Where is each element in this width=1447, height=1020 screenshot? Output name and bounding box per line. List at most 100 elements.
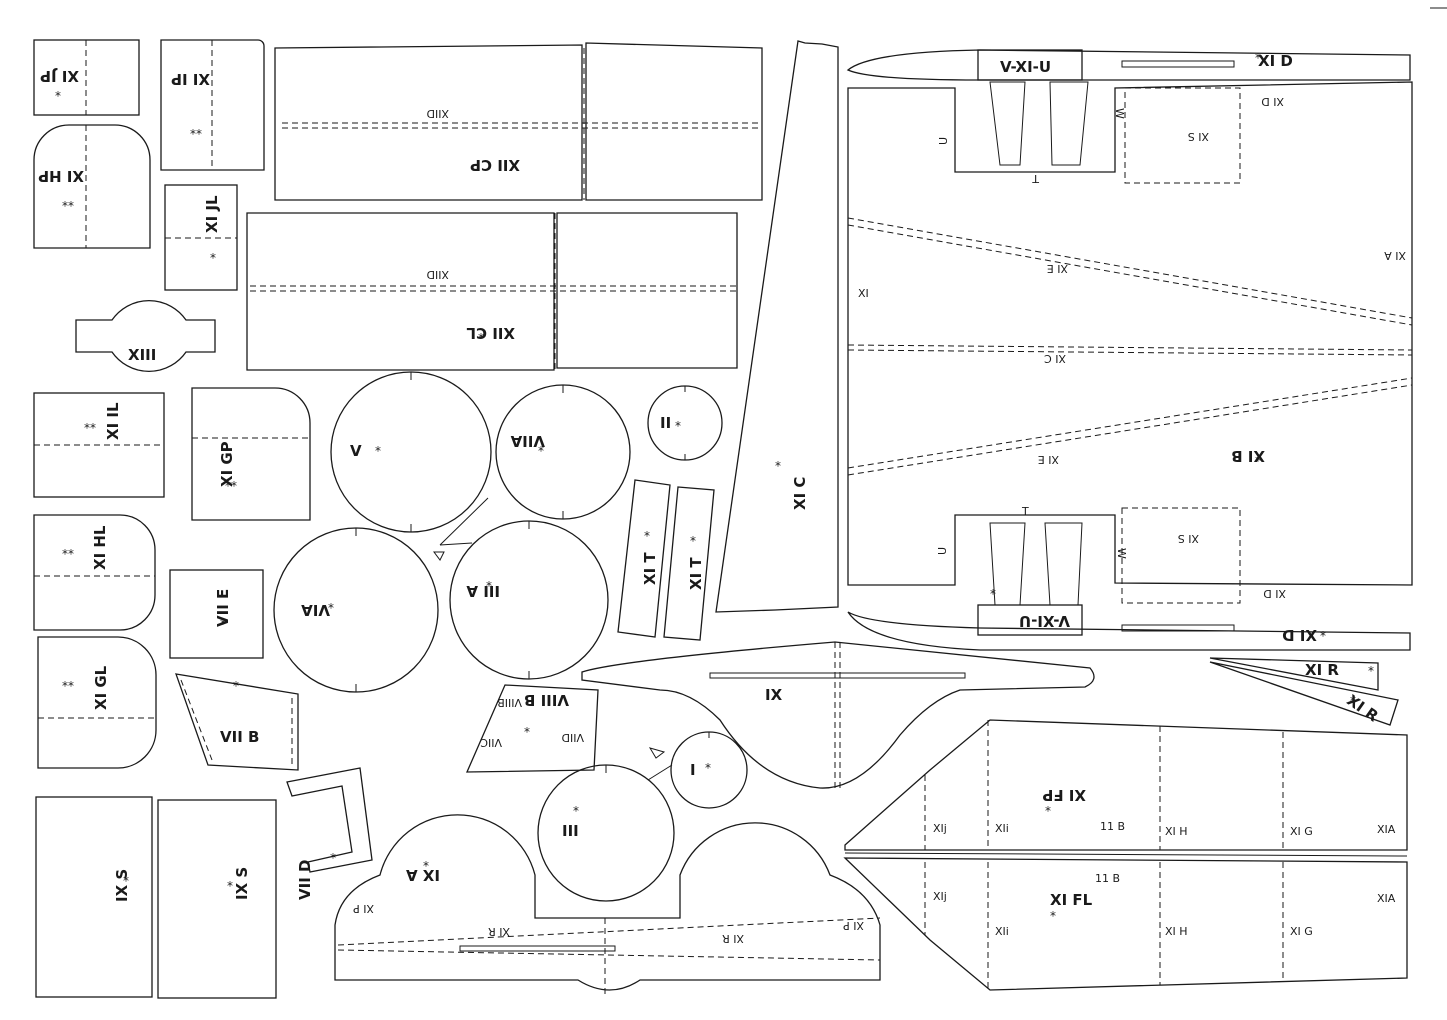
- arrow-marker-center: [433, 497, 489, 561]
- label-t-top: T: [1032, 172, 1040, 185]
- svg-text:*: *: [538, 444, 544, 458]
- part-via-circle: VIA: [273, 527, 439, 693]
- part-xi-fp: XI FP XIj XIi 11 B XI H XI G XIA: [844, 719, 1408, 851]
- label-xi-left: XI: [858, 287, 869, 300]
- part-v-circle: V: [330, 371, 492, 533]
- label-11b-bottom: 11 B: [1095, 872, 1120, 885]
- label-xi-s-bottom: XI S: [1178, 532, 1199, 545]
- label-xig-top: XI G: [1290, 825, 1313, 838]
- svg-text:*: *: [675, 419, 681, 433]
- svg-text:**: **: [62, 679, 74, 693]
- label-viid: VIID: [562, 731, 584, 744]
- svg-text:*: *: [573, 804, 579, 818]
- label-ii: II: [660, 414, 671, 432]
- svg-text:*: *: [328, 601, 334, 615]
- label-xi-d-ref: XI D: [1261, 95, 1284, 108]
- label-xii-top: XIi: [995, 822, 1009, 835]
- label-xia-top: XIA: [1377, 823, 1396, 836]
- label-xig-bottom: XI G: [1290, 925, 1313, 938]
- label-t-bottom: T: [1021, 505, 1029, 518]
- svg-text:*: *: [55, 89, 61, 103]
- part-vii-d: VII D: [286, 767, 373, 900]
- label-vii-d: VII D: [296, 860, 314, 900]
- label-iiia: III A: [466, 582, 500, 600]
- part-xi-il: XI IL: [33, 392, 165, 498]
- label-viiib-small: VIIIB: [497, 696, 522, 709]
- part-ix-s-right: IX S: [157, 799, 277, 999]
- svg-text:*: *: [644, 529, 650, 543]
- label-xi-ip: XI IP: [171, 70, 210, 88]
- part-vii-b: VII B: [175, 673, 299, 771]
- svg-text:*: *: [227, 879, 233, 893]
- label-xi-c-ref: XI C: [1044, 352, 1066, 365]
- label-xi-gl: XI GL: [92, 665, 110, 710]
- label-xii-bottom: XIi: [995, 925, 1009, 938]
- svg-text:*: *: [690, 534, 696, 548]
- label-xi-b: XI B: [1231, 447, 1265, 465]
- part-xi-gp: XI GP: [191, 387, 311, 521]
- label-xiii: XIII: [128, 346, 156, 364]
- part-xi-jl: XI JL: [164, 184, 238, 291]
- part-xi-jp: XI JP: [33, 39, 140, 116]
- part-iii-circle: III: [537, 764, 675, 902]
- label-xi-fl: XI FL: [1050, 891, 1093, 909]
- label-xi-p-left: XI P: [353, 902, 374, 915]
- label-ix-a: IX A: [406, 866, 440, 884]
- part-viii-b: VIII B VIIIB VIIC VIID: [465, 684, 599, 773]
- part-xii-cp: XIID XII CP: [274, 42, 763, 201]
- label-xi-e-2: XI E: [1038, 453, 1059, 466]
- label-xij-bottom: XIj: [933, 890, 947, 903]
- label-xi-jp: XI JP: [40, 67, 79, 85]
- label-xi-il: XI IL: [104, 402, 122, 440]
- label-i: I: [690, 761, 696, 779]
- part-xi-d-bottom-strip: XI D V-XI-U: [847, 604, 1411, 651]
- part-ix-a-assembly: IX A XI P XI R XI R XI P: [334, 814, 881, 998]
- svg-text:*: *: [705, 761, 711, 775]
- svg-text:*: *: [1255, 454, 1261, 468]
- label-viic: VIIC: [480, 736, 502, 749]
- label-ix-s-1: IX S: [113, 869, 131, 902]
- svg-text:*: *: [990, 587, 996, 601]
- label-xi-r-1: XI R: [1305, 661, 1339, 679]
- label-xi-t-2: XI T: [687, 557, 705, 590]
- label-xij-top: XIj: [933, 822, 947, 835]
- part-xiii: XIII: [75, 299, 216, 373]
- part-xi-d-top-strip: XI D V-XI-U: [846, 49, 1411, 81]
- part-xi-gl: XI GL: [37, 636, 157, 769]
- label-vxiu-top: V-XI-U: [1000, 58, 1051, 76]
- label-xi-e-1: XI E: [1047, 262, 1068, 275]
- label-xi-gp: XI GP: [218, 441, 236, 487]
- svg-text:*: *: [1050, 909, 1056, 923]
- label-xi-d-ref-2: XI D: [1263, 587, 1286, 600]
- label-xi-d-top: XI D: [1258, 52, 1293, 70]
- label-xi-fp: XI FP: [1042, 786, 1086, 804]
- part-xi-hp: XI HP: [33, 124, 151, 249]
- part-xii-cl: XIID XII CL: [246, 212, 738, 371]
- label-via: VIA: [301, 601, 330, 619]
- label-xiid-mid: XIID: [427, 268, 450, 281]
- svg-text:*: *: [524, 725, 530, 739]
- label-xih-top: XI H: [1165, 825, 1188, 838]
- label-vii-e: VII E: [214, 589, 232, 627]
- part-xi-c-spar: XI C: [715, 40, 839, 613]
- part-ix-s-left: IX S: [35, 796, 153, 998]
- part-xi-t-right: XI T: [663, 486, 715, 641]
- label-ix: IX: [765, 686, 783, 704]
- label-xi-d-bottom: XI D: [1282, 626, 1317, 644]
- part-ii-circle: II: [647, 385, 723, 461]
- part-xi-ip: XI IP: [160, 39, 265, 171]
- svg-text:*: *: [1350, 694, 1356, 708]
- svg-text:**: **: [225, 479, 237, 493]
- svg-text:*: *: [486, 579, 492, 593]
- label-xi-s-top: XI S: [1188, 130, 1209, 143]
- label-xih-bottom: XI H: [1165, 925, 1188, 938]
- part-viia-circle: VIIA: [495, 384, 631, 520]
- label-xii-cp: XII CP: [470, 156, 520, 174]
- part-ix-tailplane: IX: [581, 641, 1095, 789]
- label-w-bottom: W: [1115, 548, 1128, 559]
- label-xii-cl: XII CL: [466, 324, 515, 342]
- label-xi-p-right: XI P: [843, 919, 864, 932]
- part-i-circle: I: [647, 731, 748, 809]
- label-iii: III: [562, 822, 579, 840]
- svg-text:*: *: [220, 617, 226, 631]
